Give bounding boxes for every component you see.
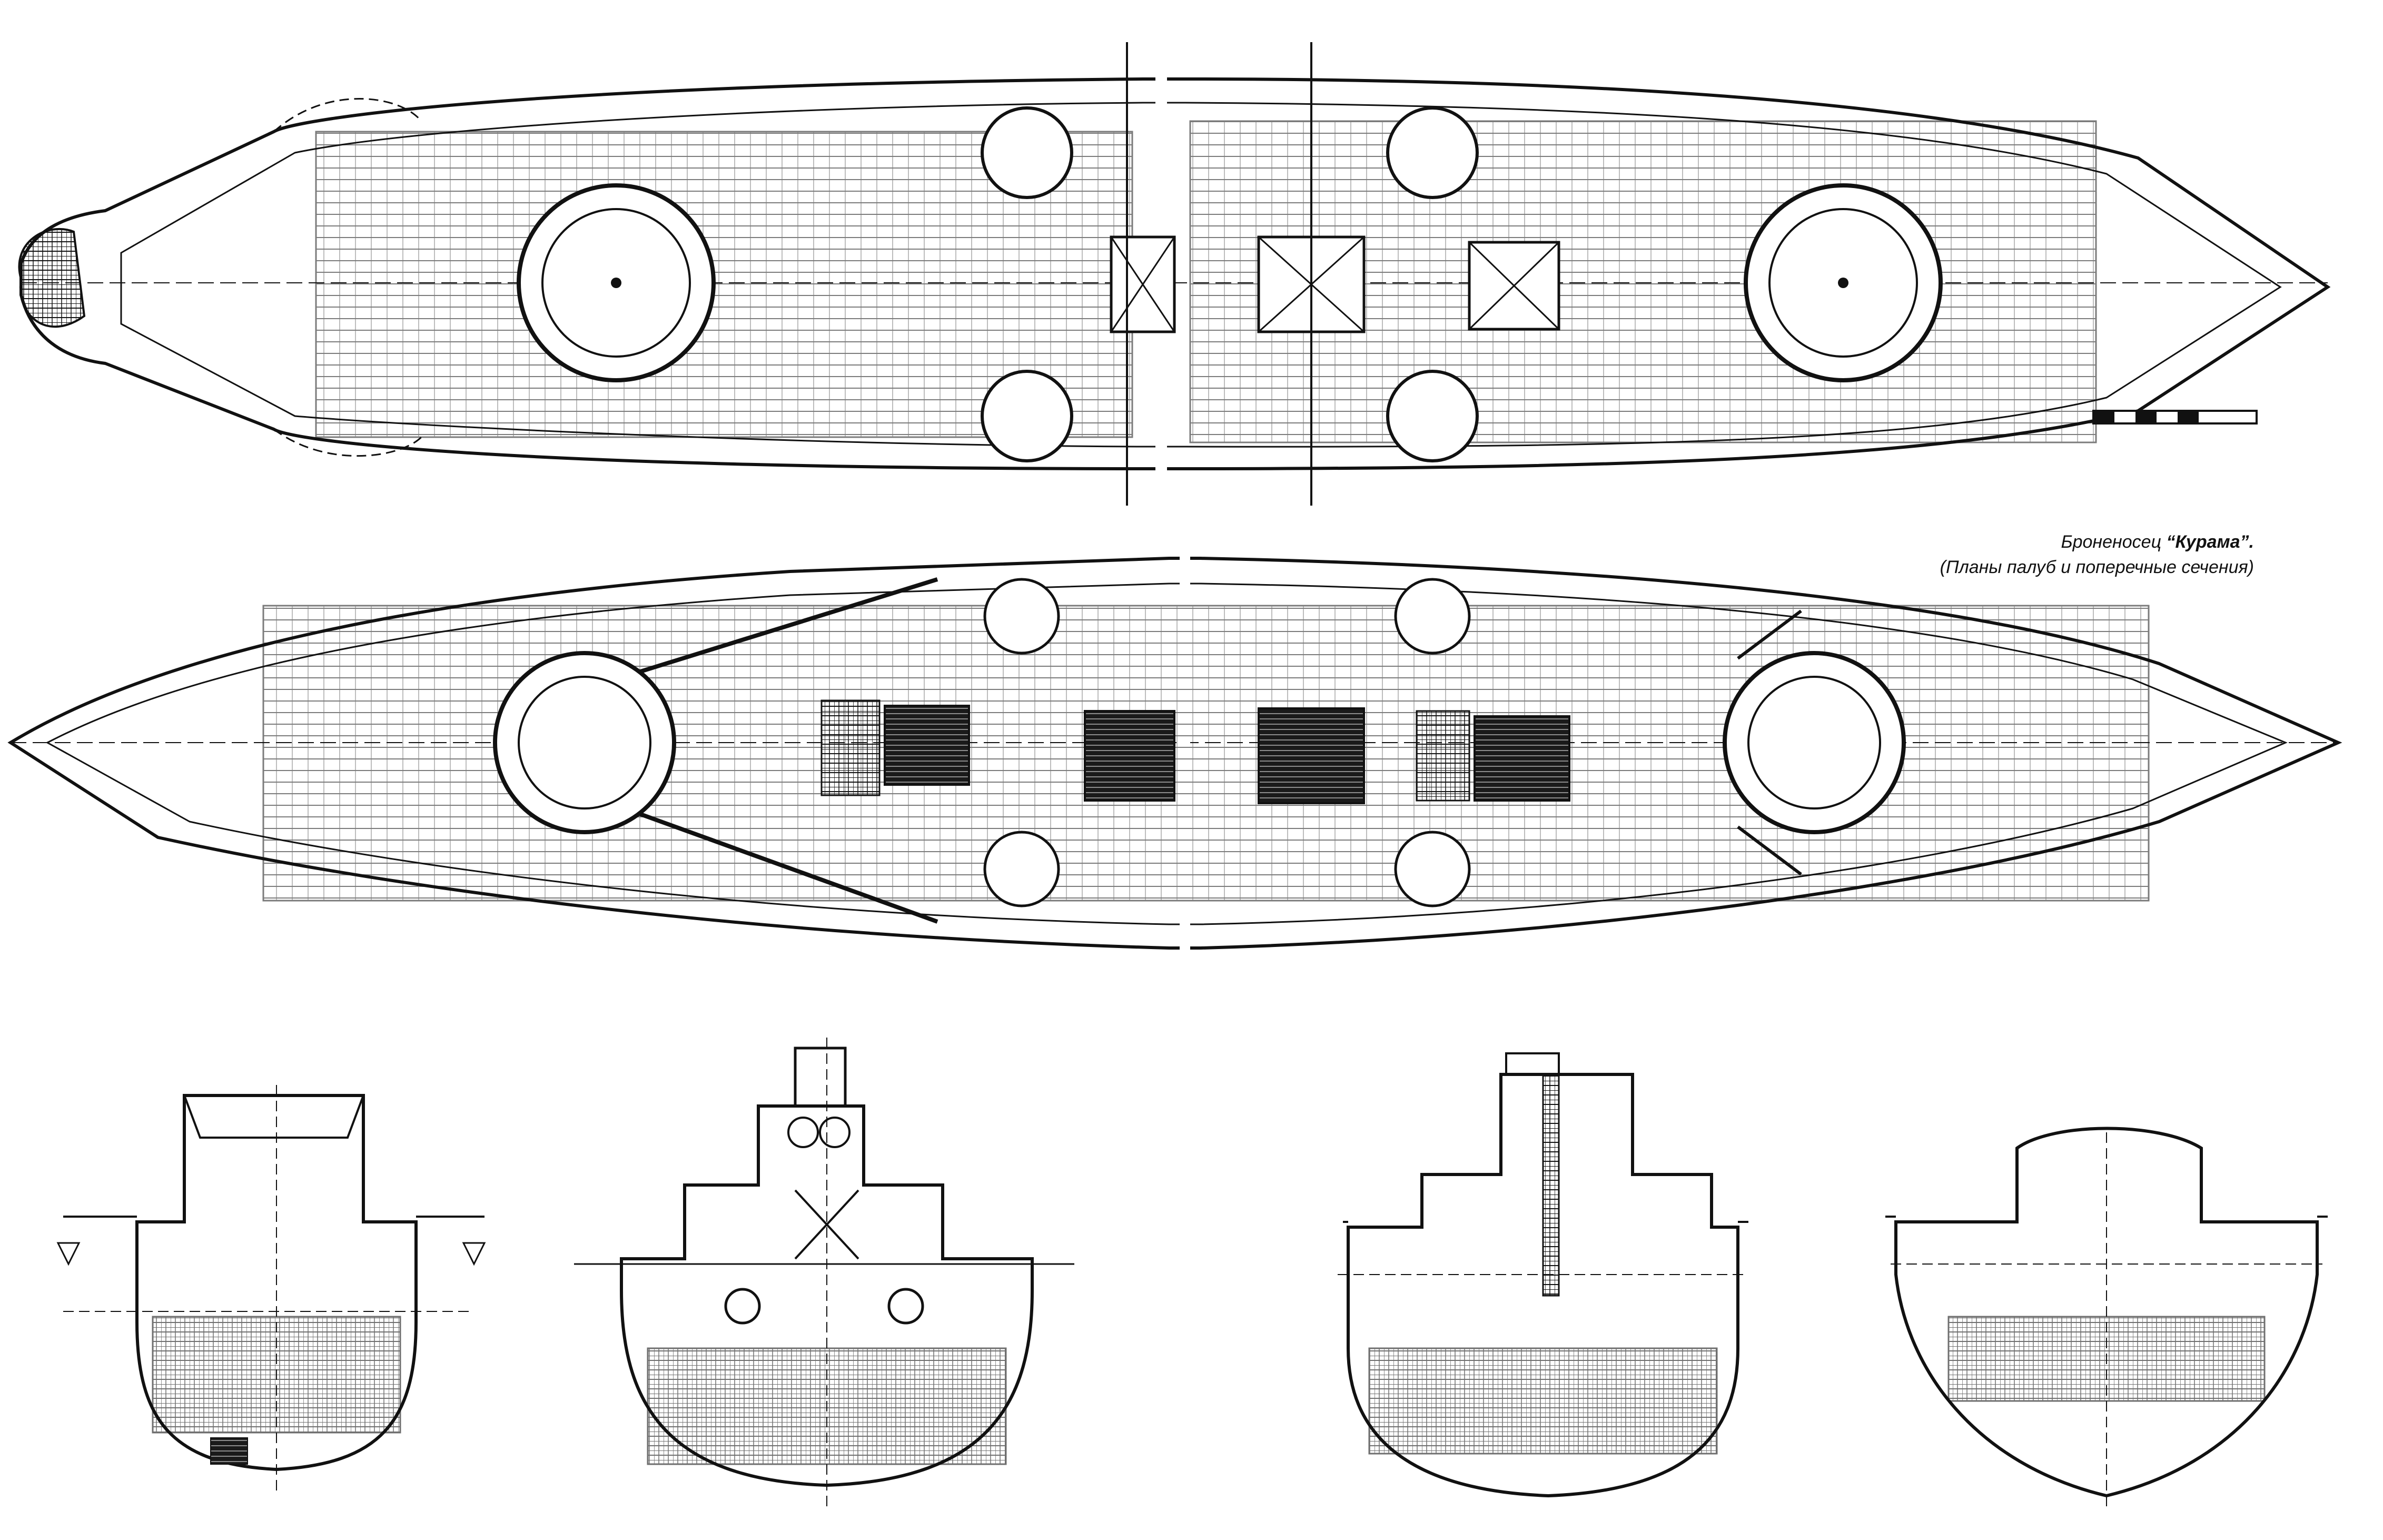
cross-section-3 [1338,1052,1748,1498]
wing-turret [1386,106,1479,199]
scale-bar [2092,410,2258,425]
lower-deck-plan [7,548,2342,959]
caption-prefix: Броненосец [2061,532,2167,552]
wing-turret [981,106,1073,199]
wing-turret [1386,370,1479,462]
cross-section-1 [56,1085,486,1490]
ship-name: “Курама”. [2166,532,2254,552]
lower-hull-outline [7,557,2342,950]
drawing-caption: Броненосец “Курама”. (Планы палуб и попе… [1927,529,2254,580]
boiler-room [1084,710,1175,802]
upper-deck-plan [18,42,2331,506]
cross-section-2 [574,1038,1074,1506]
caption-subtitle: (Планы палуб и поперечные сечения) [1940,557,2254,577]
boiler-room [884,705,970,786]
cross-section-4 [1885,1127,2328,1506]
boiler-room [1258,707,1365,804]
caption-title: Броненосец “Курама”. [1927,529,2254,555]
wing-turret [981,370,1073,462]
boiler-room [1474,715,1570,802]
